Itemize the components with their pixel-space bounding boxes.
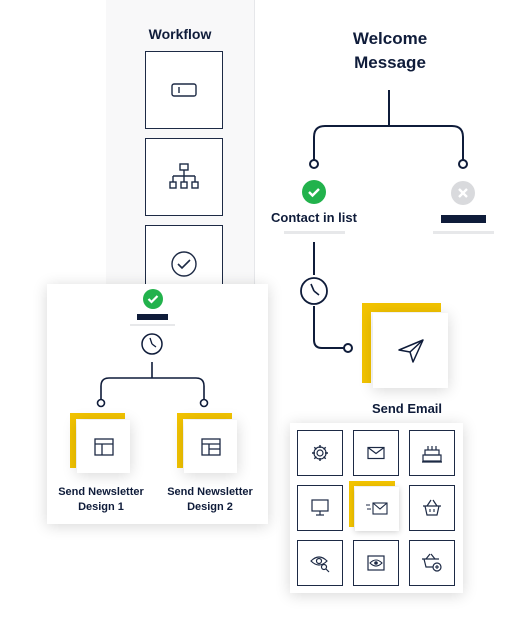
newsletter-placeholder: [137, 314, 168, 320]
newsletter-check-icon: [143, 289, 163, 309]
panel-cell-cake[interactable]: [409, 430, 455, 476]
layout-icon: [94, 438, 114, 456]
left-branch-underline: [284, 231, 345, 234]
panel-cell-eye-screen[interactable]: [353, 540, 399, 586]
contact-in-list-label: Contact in list: [271, 210, 357, 225]
input-field-icon: [171, 83, 197, 97]
newsletter-design-1-label: Send Newsletter Design 1: [56, 485, 146, 515]
design2-accent-top: [177, 413, 232, 419]
monitor-icon: [311, 499, 329, 516]
workflow-tile-hierarchy[interactable]: [145, 138, 223, 216]
design2-accent-left: [177, 413, 183, 468]
clock-icon: [299, 276, 329, 306]
right-branch-placeholder: [441, 215, 486, 223]
green-check-icon: [302, 180, 326, 204]
envelope-icon: [367, 446, 385, 460]
panel-cell-envelope[interactable]: [353, 430, 399, 476]
design1-label-line2: Design 1: [78, 501, 124, 513]
newsletter-design-2-node[interactable]: [184, 420, 237, 473]
cake-icon: [422, 446, 442, 463]
eye-screen-icon: [367, 555, 385, 571]
design2-label-line1: Send Newsletter: [167, 486, 253, 498]
design1-accent-top: [70, 413, 125, 419]
panel-cell-eye-search[interactable]: [297, 540, 343, 586]
paper-plane-icon: [398, 339, 424, 363]
title-line-2: Message: [354, 53, 426, 72]
send-email-node[interactable]: [373, 313, 448, 388]
send-email-accent-left: [362, 303, 371, 383]
workflow-title: Workflow: [148, 26, 212, 42]
design2-label-line2: Design 2: [187, 501, 233, 513]
design1-accent-left: [70, 413, 76, 468]
welcome-message-title: Welcome Message: [330, 27, 450, 75]
check-circle-icon: [171, 251, 197, 277]
panel-cell-monitor[interactable]: [297, 485, 343, 531]
selected-cell-accent-left: [349, 481, 354, 527]
right-branch-underline: [433, 231, 494, 234]
send-email-accent-top: [362, 303, 441, 312]
newsletter-design-1-node[interactable]: [77, 420, 130, 473]
newsletter-design-2-label: Send Newsletter Design 2: [164, 485, 256, 515]
send-email-label: Send Email: [371, 401, 443, 416]
layout-icon: [201, 438, 221, 456]
panel-divider: [254, 0, 255, 440]
gear-icon: [312, 445, 328, 461]
newsletter-underline: [130, 324, 175, 326]
hierarchy-icon: [169, 163, 199, 189]
panel-cell-gear[interactable]: [297, 430, 343, 476]
newsletter-clock-icon: [142, 334, 162, 354]
panel-cell-basket[interactable]: [409, 485, 455, 531]
basket-add-icon: [422, 553, 442, 572]
panel-cell-fast-envelope-selected[interactable]: [355, 487, 399, 531]
grey-x-icon: [451, 181, 475, 205]
basket-icon: [423, 499, 441, 516]
workflow-tile-input[interactable]: [145, 51, 223, 129]
selected-cell-accent-top: [349, 481, 395, 486]
panel-cell-basket-add[interactable]: [409, 540, 455, 586]
design1-label-line1: Send Newsletter: [58, 486, 144, 498]
fast-envelope-icon: [366, 502, 388, 515]
title-line-1: Welcome: [352, 29, 428, 48]
eye-search-icon: [310, 556, 330, 573]
